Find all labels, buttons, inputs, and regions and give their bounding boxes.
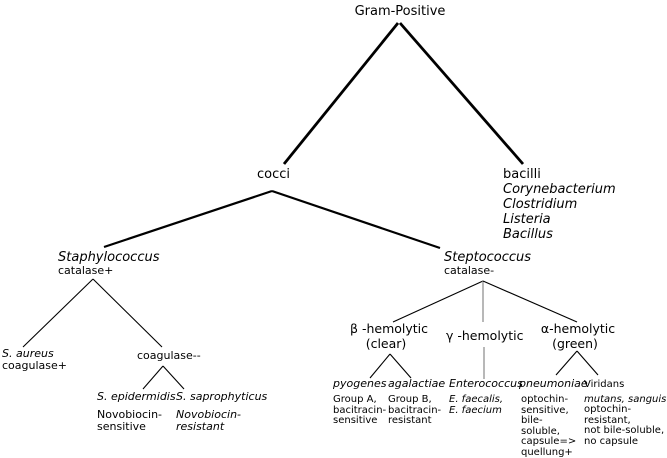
agalactiae-traits: Group B, bacitracin- resistant <box>388 394 442 426</box>
enterococcus-traits: E. faecalis, E. faecium <box>449 394 504 416</box>
edge-root-bacilli <box>398 22 525 165</box>
alpha-hemolytic-sub: (green) <box>552 336 598 351</box>
edge-staph-aureus <box>22 278 94 348</box>
node-staphylococcus: Staphylococcus <box>58 250 160 265</box>
node-viridans: Viridans <box>584 379 625 390</box>
pyogenes-traits: Group A, bacitracin- sensitive <box>333 394 387 426</box>
edge-cocci-staphylococcus <box>103 189 273 249</box>
edge-beta-agalactiae <box>389 353 412 379</box>
node-steptococcus: Steptococcus <box>444 250 532 265</box>
node-s-aureus: S. aureus <box>2 347 54 360</box>
pneumoniae-traits: optochin- sensitive, bile- soluble, caps… <box>521 394 577 458</box>
node-alpha-hemolytic: α-hemolytic <box>540 321 616 336</box>
edge-root-cocci <box>282 22 400 165</box>
edge-coagneg-epidermidis <box>142 365 164 390</box>
edge-alpha-pneumoniae <box>555 350 578 376</box>
edge-cocci-steptococcus <box>271 189 441 250</box>
node-pyogenes: pyogenes <box>333 377 387 390</box>
edge-coagneg-saprophyticus <box>162 365 185 390</box>
steptococcus-test: catalase- <box>444 264 495 277</box>
node-beta-hemolytic: β -hemolytic <box>349 321 429 336</box>
viridans-species: mutans, sanguis <box>584 394 667 405</box>
bacilli-genera-list: Corynebacterium Clostridium Listeria Bac… <box>503 182 616 242</box>
node-pneumoniae: pneumoniae <box>519 377 588 390</box>
beta-hemolytic-sub: (clear) <box>365 336 407 351</box>
s-aureus-test: coagulase+ <box>2 359 67 372</box>
node-gamma-hemolytic: γ -hemolytic <box>446 328 524 343</box>
edge-beta-pyogenes <box>369 353 391 379</box>
viridans-traits: optochin- resistant, not bile-soluble, n… <box>584 404 665 447</box>
edge-strep-beta <box>392 280 484 323</box>
node-s-epidermidis: S. epidermidis <box>97 390 176 403</box>
node-coagulase-negative: coagulase-- <box>137 349 201 362</box>
node-gram-positive: Gram-Positive <box>354 4 446 19</box>
edge-alpha-viridans <box>576 350 599 376</box>
edge-strep-alpha <box>482 280 578 323</box>
s-saprophyticus-traits: Novobiocin- resistant <box>176 408 242 433</box>
node-bacilli: bacilli <box>503 167 541 182</box>
s-epidermidis-traits: Novobiocin- sensitive <box>97 408 163 433</box>
node-s-saprophyticus: S. saprophyticus <box>176 390 268 403</box>
edge-staph-coagulase-negative <box>92 278 163 348</box>
node-cocci: cocci <box>257 167 291 182</box>
node-enterococcus: Enterococcus <box>449 377 523 390</box>
staphylococcus-test: catalase+ <box>58 264 114 277</box>
node-agalactiae: agalactiae <box>388 377 446 390</box>
